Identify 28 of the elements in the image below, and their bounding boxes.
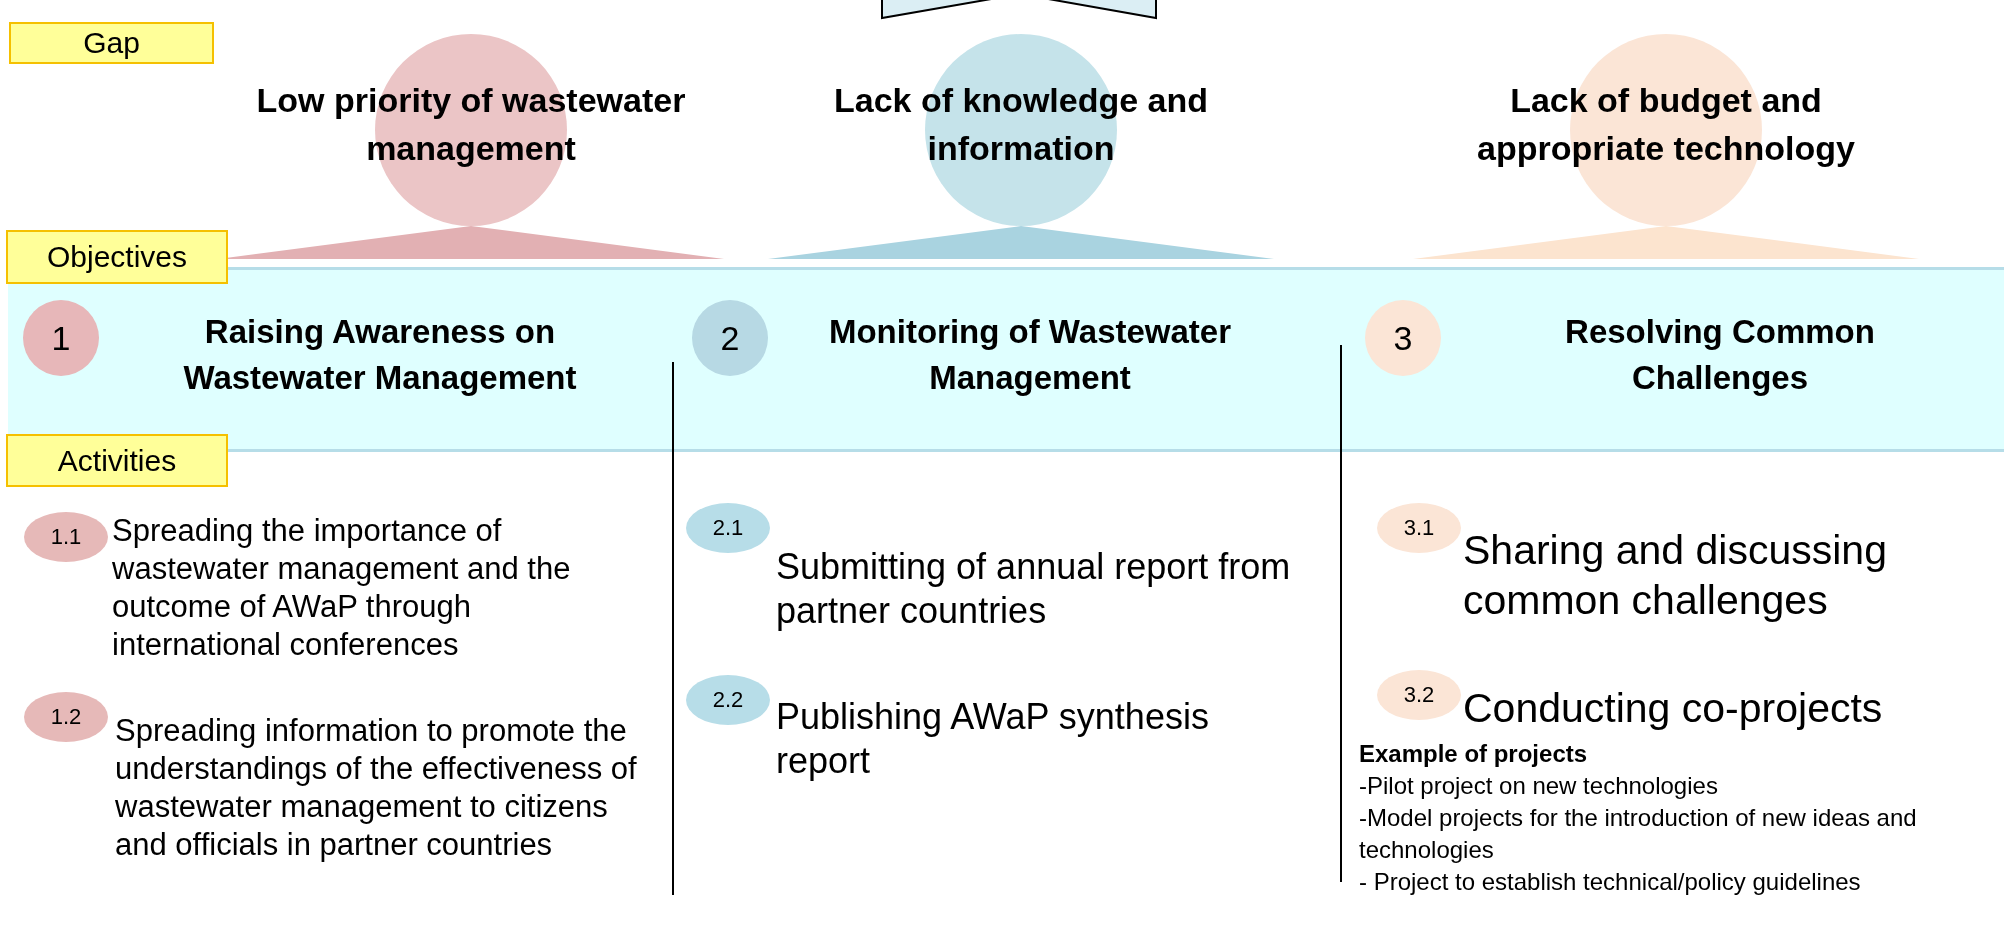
number-ellipse: 3.2 xyxy=(1377,670,1461,720)
list-item: -Model projects for the introduction of new ideas and technologies xyxy=(1359,803,1918,865)
number-ellipse: 3.1 xyxy=(1377,503,1461,553)
activity-text: Spreading information to promote the understandings of the effectiveness of wastewater management to citizens and officials in partner countries xyxy=(115,712,638,864)
activity-text: Submitting of annual report from partner countries xyxy=(776,545,1292,633)
activity-text: Publishing AWaP synthesis report xyxy=(776,695,1210,783)
gap-text: Lack of budget and appropriate technology xyxy=(1476,80,1856,169)
list-item: -Pilot project on new technologies xyxy=(1359,771,1719,801)
objective-heading: Raising Awareness on Wastewater Management xyxy=(182,312,578,398)
activity-text: Spreading the importance of wastewater management and the outcome of AWaP through international conferences xyxy=(112,512,572,664)
gap-text: Low priority of wastewater management xyxy=(255,80,687,169)
gap-text: Lack of knowledge and information xyxy=(832,80,1210,169)
number-circle: 3 xyxy=(1365,300,1441,376)
number-ellipse: 2.1 xyxy=(686,503,770,553)
number-ellipse: 1.2 xyxy=(24,692,108,742)
number-circle: 1 xyxy=(23,300,99,376)
number-ellipse: 1.1 xyxy=(24,512,108,562)
number-ellipse: 2.2 xyxy=(686,675,770,725)
activity-text: Sharing and discussing common challenges xyxy=(1463,526,1888,625)
activity-text: Conducting co-projects xyxy=(1463,684,1884,733)
list-item: - Project to establish technical/policy guidelines xyxy=(1359,867,1862,897)
objective-heading: Monitoring of Wastewater Management xyxy=(827,312,1233,398)
list-heading: Example of projects xyxy=(1359,739,1589,769)
gap-tag: Gap xyxy=(9,22,214,64)
objectives-tag: Objectives xyxy=(6,230,228,284)
activities-tag: Activities xyxy=(6,434,228,487)
objective-heading: Resolving Common Challenges xyxy=(1564,312,1876,398)
number-circle: 2 xyxy=(692,300,768,376)
